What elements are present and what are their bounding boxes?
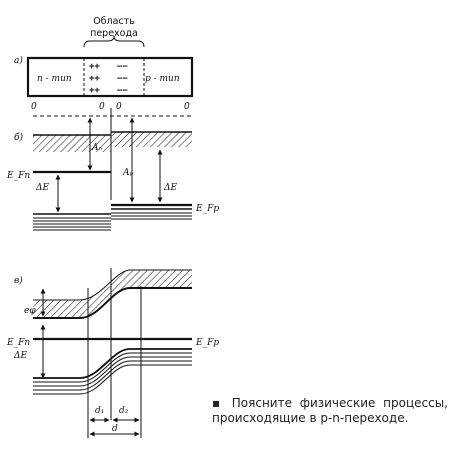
conduction-band-c bbox=[33, 270, 192, 318]
crystal-bar bbox=[26, 56, 194, 98]
header-line-2: перехода bbox=[90, 28, 138, 39]
efn-label-b: E_Fn bbox=[6, 171, 30, 181]
zero-mark-center-right: 0 bbox=[116, 102, 122, 112]
zero-mark-left: 0 bbox=[31, 102, 37, 112]
label-part-a: а) bbox=[14, 55, 23, 66]
p-type-label: p - тип bbox=[145, 74, 180, 84]
efp-label-c: E_Fp bbox=[195, 338, 219, 348]
d-label: d bbox=[112, 424, 118, 434]
header-brace bbox=[83, 35, 145, 48]
conduction-edge-upper bbox=[33, 269, 192, 301]
efp-label-b: E_Fp bbox=[195, 204, 219, 214]
plus-charges-2: ++ bbox=[89, 74, 100, 84]
label-part-b: б) bbox=[14, 132, 23, 143]
an-label: Aₙ bbox=[91, 143, 102, 153]
conduction-edge-lower bbox=[33, 287, 192, 319]
p-conduction-band bbox=[111, 132, 192, 147]
question-note: ▪ Поясните физические процессы, происход… bbox=[212, 396, 448, 425]
plus-charges-3: ++ bbox=[89, 86, 100, 96]
delta-e-label-c: ΔE bbox=[13, 351, 27, 361]
ephi-label: eφ bbox=[24, 306, 36, 316]
zero-mark-center-left: 0 bbox=[99, 102, 105, 112]
zero-mark-right: 0 bbox=[184, 102, 190, 112]
n-type-label: n - тип bbox=[37, 74, 72, 84]
efn-label-c: E_Fn bbox=[6, 338, 30, 348]
minus-charges-2: −− bbox=[117, 74, 128, 84]
ap-label: Aₚ bbox=[122, 168, 133, 178]
delta-e-n-label-b: ΔE bbox=[35, 183, 49, 193]
header-line-1: Область bbox=[93, 16, 135, 27]
delta-e-p-label-b: ΔE bbox=[163, 183, 177, 193]
plus-charges-1: ++ bbox=[89, 62, 100, 72]
d2-label: d₂ bbox=[119, 406, 129, 416]
valence-band-b bbox=[33, 208, 192, 231]
d1-label: d₁ bbox=[95, 406, 104, 416]
minus-charges-1: −− bbox=[117, 62, 128, 72]
minus-charges-3: −− bbox=[117, 86, 128, 96]
valence-band-c bbox=[33, 348, 192, 395]
label-part-c: в) bbox=[14, 275, 23, 286]
